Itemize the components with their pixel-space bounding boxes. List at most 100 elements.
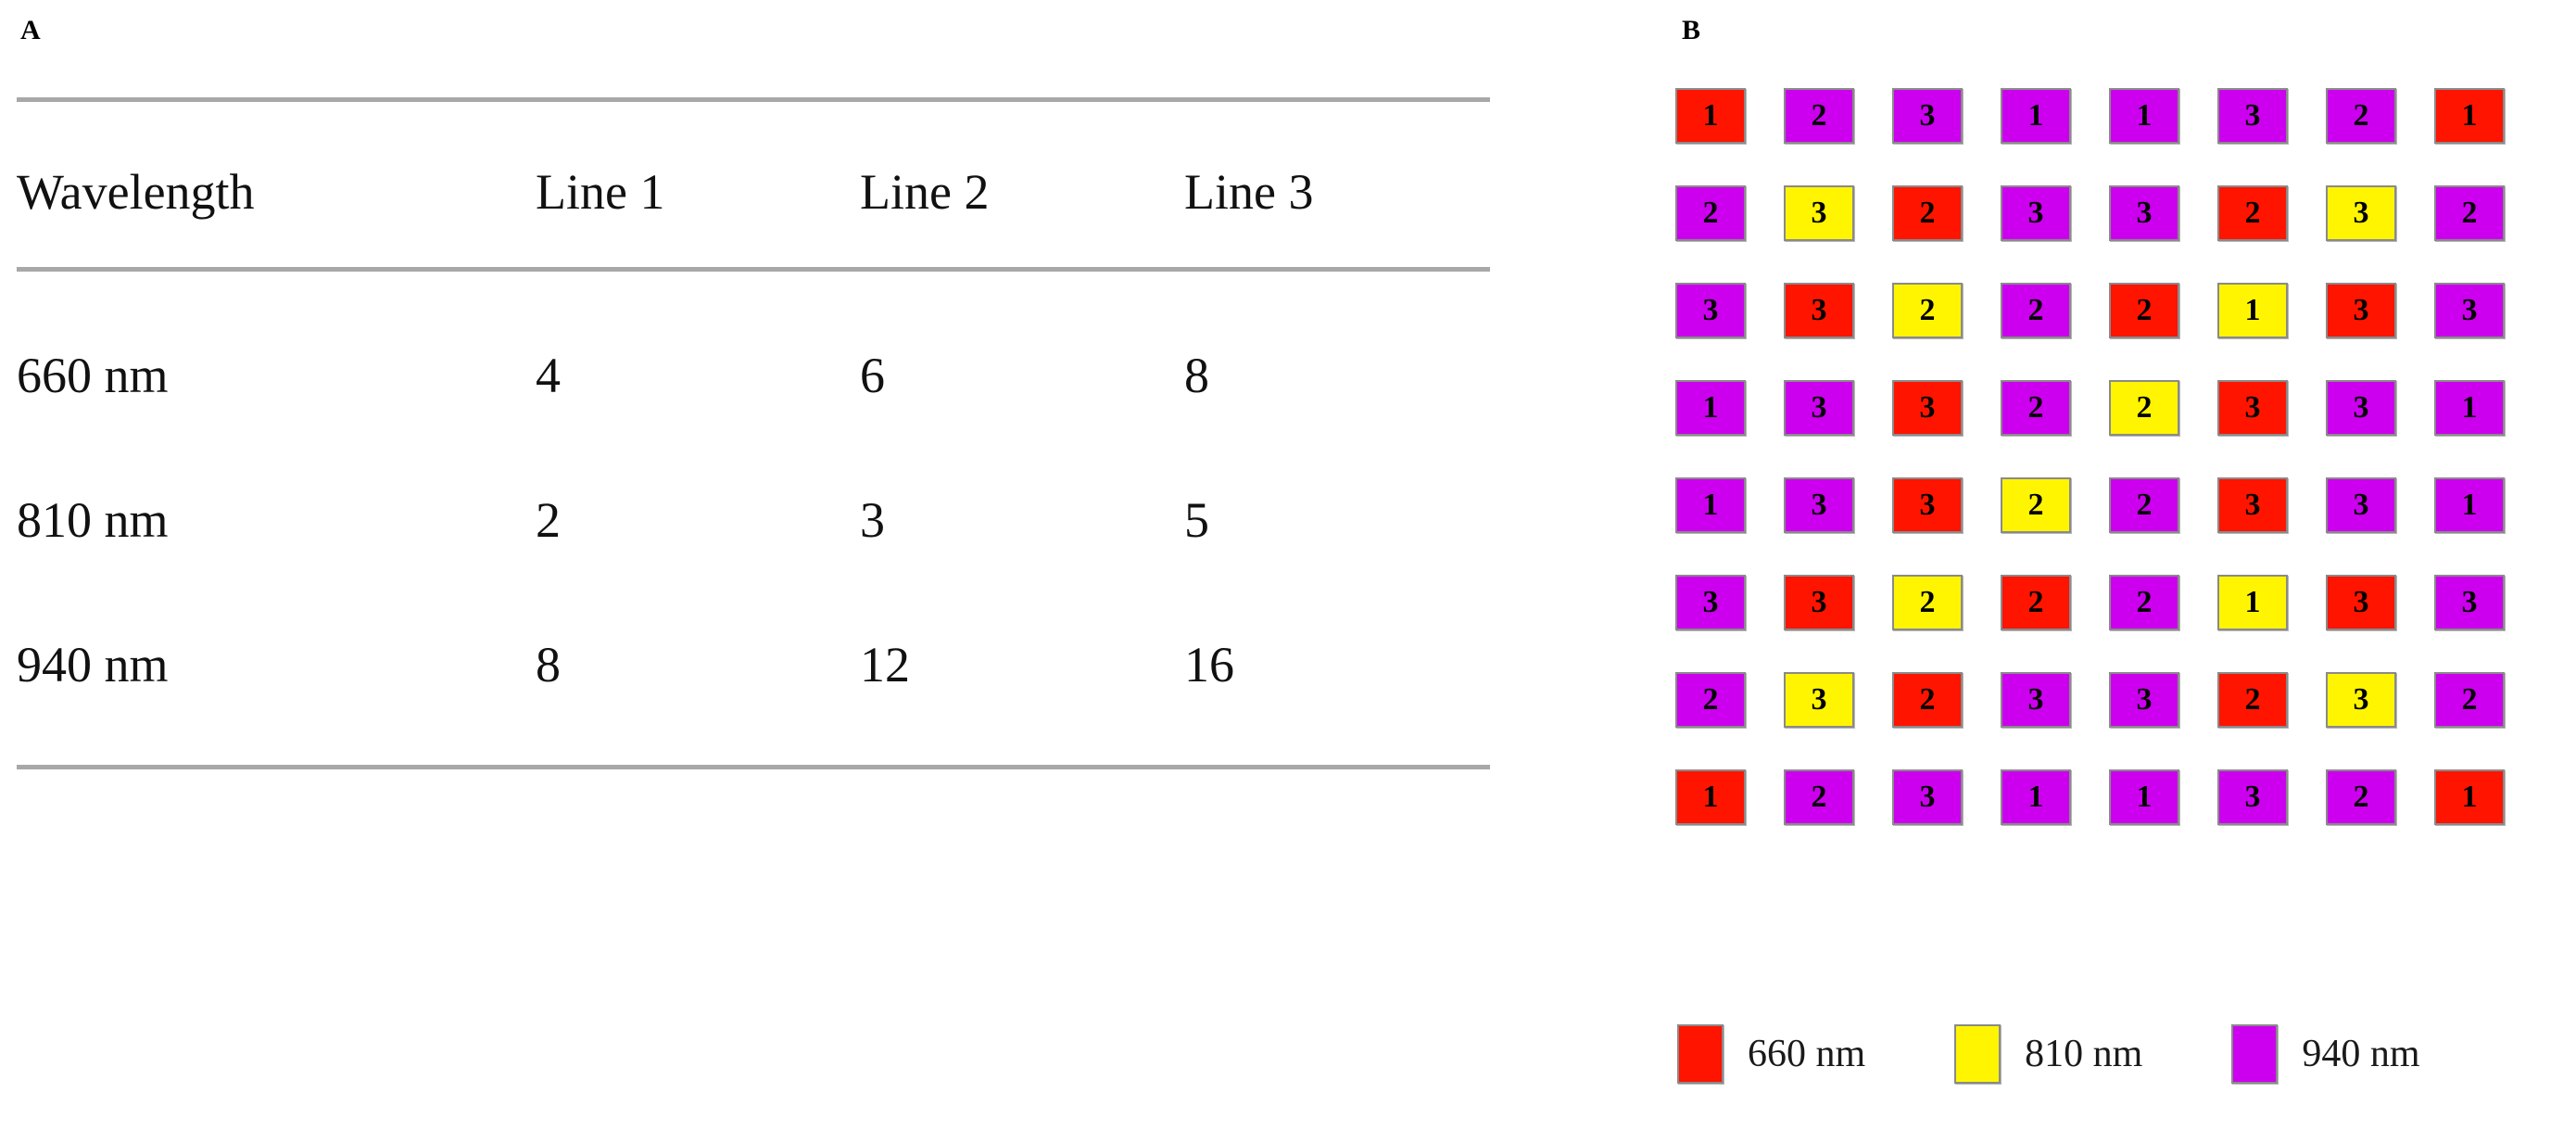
led-cell-r8-c7: 2	[2326, 769, 2396, 825]
led-cell-r3-c3: 2	[1892, 283, 1963, 338]
led-cell-r2-c2: 3	[1784, 185, 1854, 241]
legend-label: 660 nm	[1748, 1033, 1866, 1075]
panel-b-label: B	[1682, 15, 1701, 45]
column-header-line-2: Line 2	[860, 163, 990, 220]
led-cell-r7-c8: 2	[2434, 672, 2505, 728]
led-cell-r4-c3: 3	[1892, 380, 1963, 436]
led-cell-r6-c1: 3	[1675, 575, 1746, 630]
led-cell-r4-c7: 3	[2326, 380, 2396, 436]
led-cell-r4-c5: 2	[2109, 380, 2179, 436]
led-cell-r7-c5: 3	[2109, 672, 2179, 728]
led-cell-r7-c2: 3	[1784, 672, 1854, 728]
led-cell-r2-c6: 2	[2217, 185, 2288, 241]
led-cell-r5-c8: 1	[2434, 477, 2505, 533]
led-cell-r3-c6: 1	[2217, 283, 2288, 338]
cell-line-3: 5	[1184, 491, 1209, 548]
wavelength-table-wrapper: Wavelength Line 1 Line 2 Line 3 660 nm 4…	[17, 97, 1490, 771]
led-cell-r6-c2: 3	[1784, 575, 1854, 630]
table-header-row: Wavelength Line 1 Line 2 Line 3	[17, 102, 1490, 270]
led-cell-r8-c6: 3	[2217, 769, 2288, 825]
led-cell-r5-c1: 1	[1675, 477, 1746, 533]
led-cell-r2-c8: 2	[2434, 185, 2505, 241]
rule-line	[17, 97, 1490, 104]
led-cell-r3-c5: 2	[2109, 283, 2179, 338]
cell-wavelength: 940 nm	[17, 636, 169, 692]
legend-swatch-icon	[1954, 1024, 2001, 1084]
led-cell-r2-c7: 3	[2326, 185, 2396, 241]
legend-label: 940 nm	[2302, 1033, 2420, 1075]
led-cell-r1-c5: 1	[2109, 88, 2179, 144]
led-cell-r8-c4: 1	[2001, 769, 2071, 825]
cell-line-3: 16	[1184, 636, 1234, 692]
legend-item-810-nm: 810 nm	[1954, 1024, 2142, 1084]
table-row: 660 nm 4 6 8	[17, 272, 1490, 448]
table-rule-bottom	[17, 765, 1490, 771]
led-cell-r5-c5: 2	[2109, 477, 2179, 533]
led-cell-r3-c7: 3	[2326, 283, 2396, 338]
led-cell-r2-c5: 3	[2109, 185, 2179, 241]
cell-line-2: 3	[860, 491, 885, 548]
led-cell-r5-c3: 3	[1892, 477, 1963, 533]
led-cell-r4-c2: 3	[1784, 380, 1854, 436]
led-cell-r1-c6: 3	[2217, 88, 2288, 144]
cell-wavelength: 660 nm	[17, 347, 169, 403]
led-cell-r6-c8: 3	[2434, 575, 2505, 630]
led-cell-r8-c8: 1	[2434, 769, 2505, 825]
led-cell-r2-c3: 2	[1892, 185, 1963, 241]
led-cell-r2-c4: 3	[2001, 185, 2071, 241]
led-cell-r7-c7: 3	[2326, 672, 2396, 728]
wavelength-legend: 660 nm 810 nm 940 nm	[1677, 1024, 2420, 1084]
led-cell-r4-c1: 1	[1675, 380, 1746, 436]
table-row: 810 nm 2 3 5	[17, 448, 1490, 592]
table-row: 940 nm 8 12 16	[17, 592, 1490, 768]
led-cell-r7-c6: 2	[2217, 672, 2288, 728]
led-cell-r1-c3: 3	[1892, 88, 1963, 144]
rule-line	[17, 267, 1490, 273]
cell-wavelength: 810 nm	[17, 491, 169, 548]
led-cell-r1-c1: 1	[1675, 88, 1746, 144]
led-cell-r4-c4: 2	[2001, 380, 2071, 436]
legend-item-660-nm: 660 nm	[1677, 1024, 1865, 1084]
led-cell-r7-c1: 2	[1675, 672, 1746, 728]
led-cell-r3-c1: 3	[1675, 283, 1746, 338]
cell-line-2: 12	[860, 636, 910, 692]
led-cell-r5-c2: 3	[1784, 477, 1854, 533]
panel-a-label: A	[20, 15, 41, 45]
led-cell-r6-c5: 2	[2109, 575, 2179, 630]
led-cell-r5-c4: 2	[2001, 477, 2071, 533]
led-cell-r6-c3: 2	[1892, 575, 1963, 630]
panel-a: A Wavelength Line 1 Line 2 Line 3	[17, 15, 1490, 771]
column-header-line-3: Line 3	[1184, 163, 1314, 220]
cell-line-3: 8	[1184, 347, 1209, 403]
led-cell-r5-c6: 3	[2217, 477, 2288, 533]
table-rule-top	[17, 97, 1490, 104]
led-cell-r3-c4: 2	[2001, 283, 2071, 338]
led-cell-r7-c3: 2	[1892, 672, 1963, 728]
led-cell-r8-c3: 3	[1892, 769, 1963, 825]
led-cell-r4-c6: 3	[2217, 380, 2288, 436]
led-cell-r1-c4: 1	[2001, 88, 2071, 144]
led-cell-r6-c6: 1	[2217, 575, 2288, 630]
legend-item-940-nm: 940 nm	[2231, 1024, 2420, 1084]
legend-label: 810 nm	[2025, 1033, 2143, 1075]
led-cell-r3-c8: 3	[2434, 283, 2505, 338]
led-cell-r4-c8: 1	[2434, 380, 2505, 436]
led-cell-r7-c4: 3	[2001, 672, 2071, 728]
cell-line-1: 2	[536, 491, 561, 548]
led-cell-r1-c8: 1	[2434, 88, 2505, 144]
column-header-wavelength: Wavelength	[17, 163, 255, 220]
led-cell-r3-c2: 3	[1784, 283, 1854, 338]
led-cell-r8-c2: 2	[1784, 769, 1854, 825]
cell-line-1: 4	[536, 347, 561, 403]
column-header-line-1: Line 1	[536, 163, 665, 220]
table-rule-middle	[17, 267, 1490, 273]
wavelength-table: Wavelength Line 1 Line 2 Line 3 660 nm 4…	[17, 97, 1490, 771]
led-cell-r1-c7: 2	[2326, 88, 2396, 144]
rule-line	[17, 765, 1490, 771]
led-cell-r6-c7: 3	[2326, 575, 2396, 630]
cell-line-2: 6	[860, 347, 885, 403]
led-cell-r8-c5: 1	[2109, 769, 2179, 825]
led-cell-r6-c4: 2	[2001, 575, 2071, 630]
